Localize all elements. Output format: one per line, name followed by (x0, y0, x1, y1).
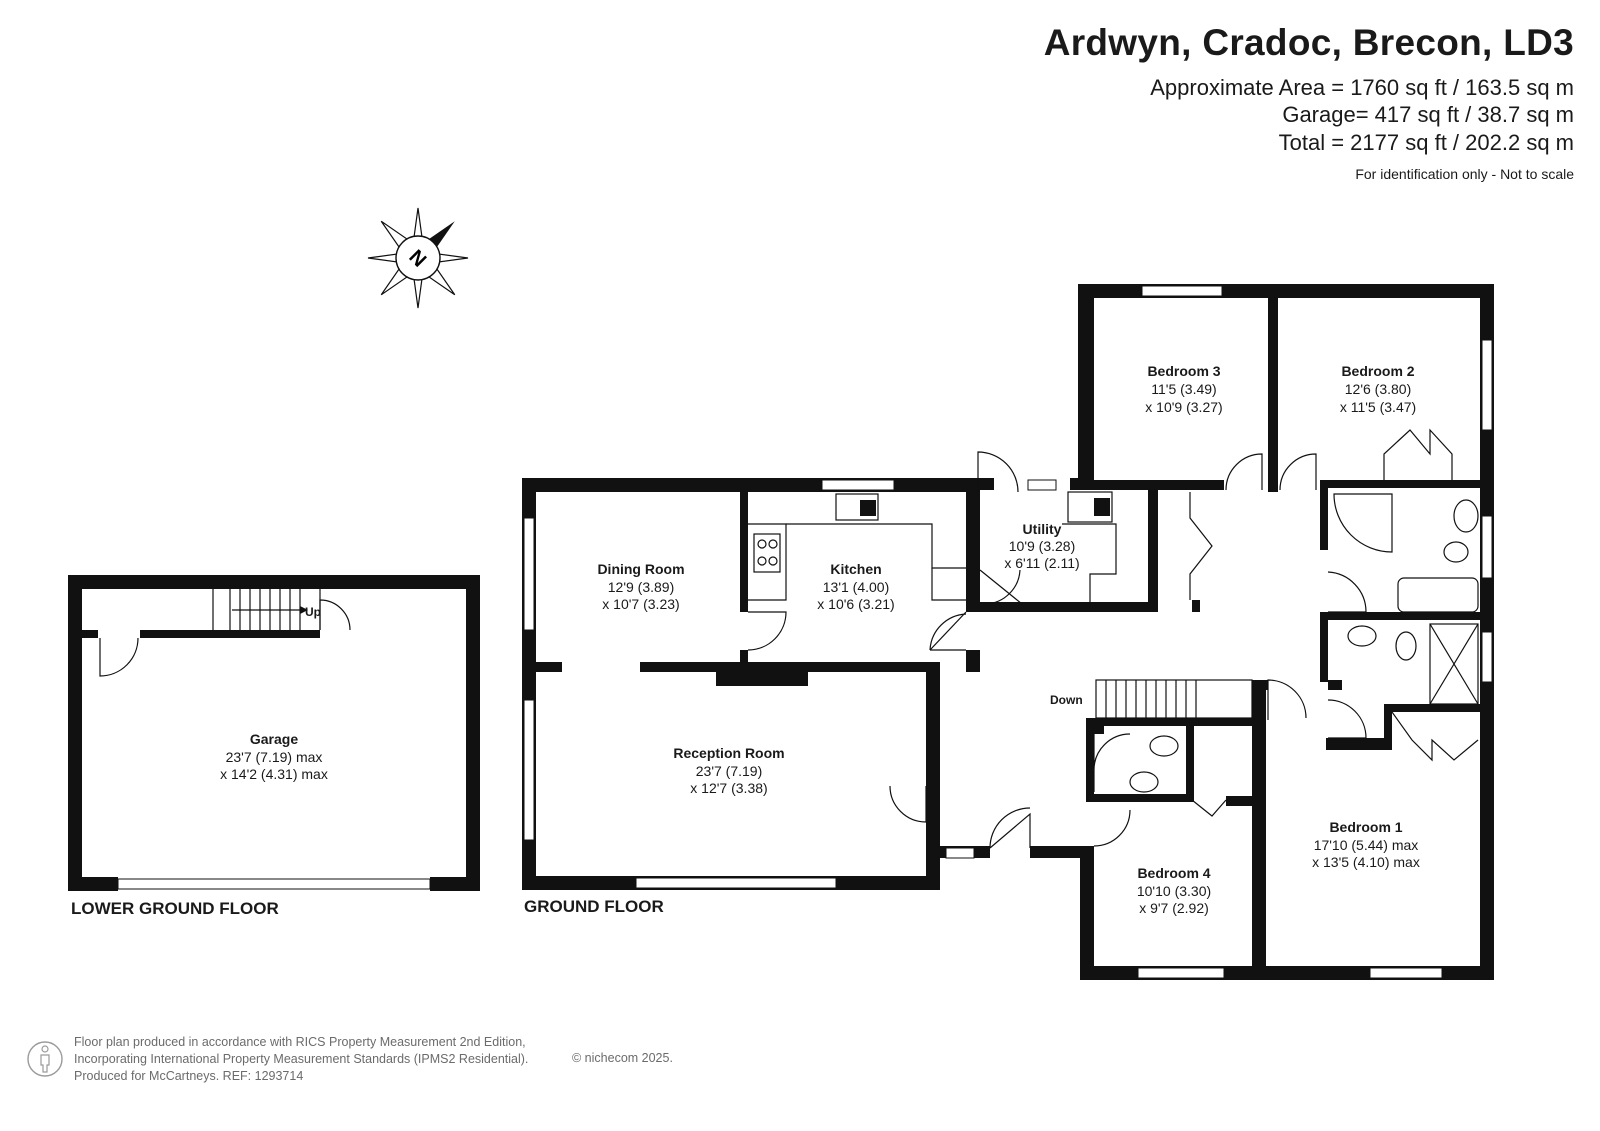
garage-name: Garage (250, 731, 298, 747)
dining-room-dim2: x 10'7 (3.23) (602, 596, 679, 612)
bedroom3-name: Bedroom 3 (1147, 363, 1220, 379)
bedroom3-dim2: x 10'9 (3.27) (1145, 399, 1222, 415)
bedroom4-dim1: 10'10 (3.30) (1137, 883, 1211, 899)
ground-floor-label: GROUND FLOOR (524, 897, 664, 916)
utility-name: Utility (1023, 521, 1062, 537)
bedroom2-dim2: x 11'5 (3.47) (1340, 399, 1416, 415)
reception-room-name: Reception Room (673, 745, 784, 761)
garage-stair-door (319, 599, 351, 631)
garage-walls (68, 575, 480, 891)
ground-floor-doors (747, 428, 1479, 849)
stairs-up-label: Up (305, 605, 321, 619)
bedroom1-name: Bedroom 1 (1329, 819, 1402, 835)
dining-room-dim1: 12'9 (3.89) (608, 579, 675, 595)
page-title: Ardwyn, Cradoc, Brecon, LD3 (1043, 22, 1574, 63)
kitchen-dim2: x 10'6 (3.21) (817, 596, 894, 612)
bedroom3-dim1: 11'5 (3.49) (1151, 381, 1216, 397)
garage-stairs (212, 589, 321, 630)
garage-dim1: 23'7 (7.19) max (226, 749, 323, 765)
footer-credit: © nichecom 2025. (572, 1051, 673, 1065)
lower-ground-floor-label: LOWER GROUND FLOOR (71, 899, 279, 918)
dining-room-name: Dining Room (597, 561, 684, 577)
utility-dim1: 10'9 (3.28) (1009, 538, 1076, 554)
compass-icon: N (367, 207, 469, 309)
footer-line1: Floor plan produced in accordance with R… (74, 1035, 526, 1049)
bedroom4-dim2: x 9'7 (2.92) (1139, 900, 1209, 916)
garage-area: Garage= 417 sq ft / 38.7 sq m (1282, 102, 1574, 127)
footer-text: Floor plan produced in accordance with R… (74, 1034, 528, 1085)
scale-note: For identification only - Not to scale (1355, 166, 1574, 182)
garage-dim2: x 14'2 (4.31) max (220, 766, 328, 782)
footer-line3: Produced for McCartneys. REF: 1293714 (74, 1069, 304, 1083)
bedroom1-dim1: 17'10 (5.44) max (1314, 837, 1419, 853)
reception-room-dim2: x 12'7 (3.38) (690, 780, 767, 796)
total-area: Total = 2177 sq ft / 202.2 sq m (1278, 130, 1574, 155)
utility-dim2: x 6'11 (2.11) (1004, 555, 1079, 571)
kitchen-dim1: 13'1 (4.00) (823, 579, 890, 595)
ground-floor-windows (523, 285, 1493, 979)
reception-room-dim1: 23'7 (7.19) (696, 763, 763, 779)
footer-line2: Incorporating International Property Mea… (74, 1052, 529, 1066)
approximate-area: Approximate Area = 1760 sq ft / 163.5 sq… (1150, 75, 1574, 100)
bedroom2-name: Bedroom 2 (1341, 363, 1414, 379)
person-icon (27, 1041, 63, 1077)
kitchen-name: Kitchen (830, 561, 881, 577)
utility-fixtures (1062, 491, 1117, 602)
ground-stairs (1095, 679, 1253, 719)
garage-door-swing (99, 637, 139, 677)
bedroom1-dim2: x 13'5 (4.10) max (1312, 854, 1420, 870)
bedroom4-name: Bedroom 4 (1137, 865, 1210, 881)
bathroom-fixtures (1129, 493, 1479, 793)
stairs-down-label: Down (1050, 693, 1083, 707)
bedroom2-dim1: 12'6 (3.80) (1345, 381, 1412, 397)
kitchen-fixtures (748, 493, 966, 601)
